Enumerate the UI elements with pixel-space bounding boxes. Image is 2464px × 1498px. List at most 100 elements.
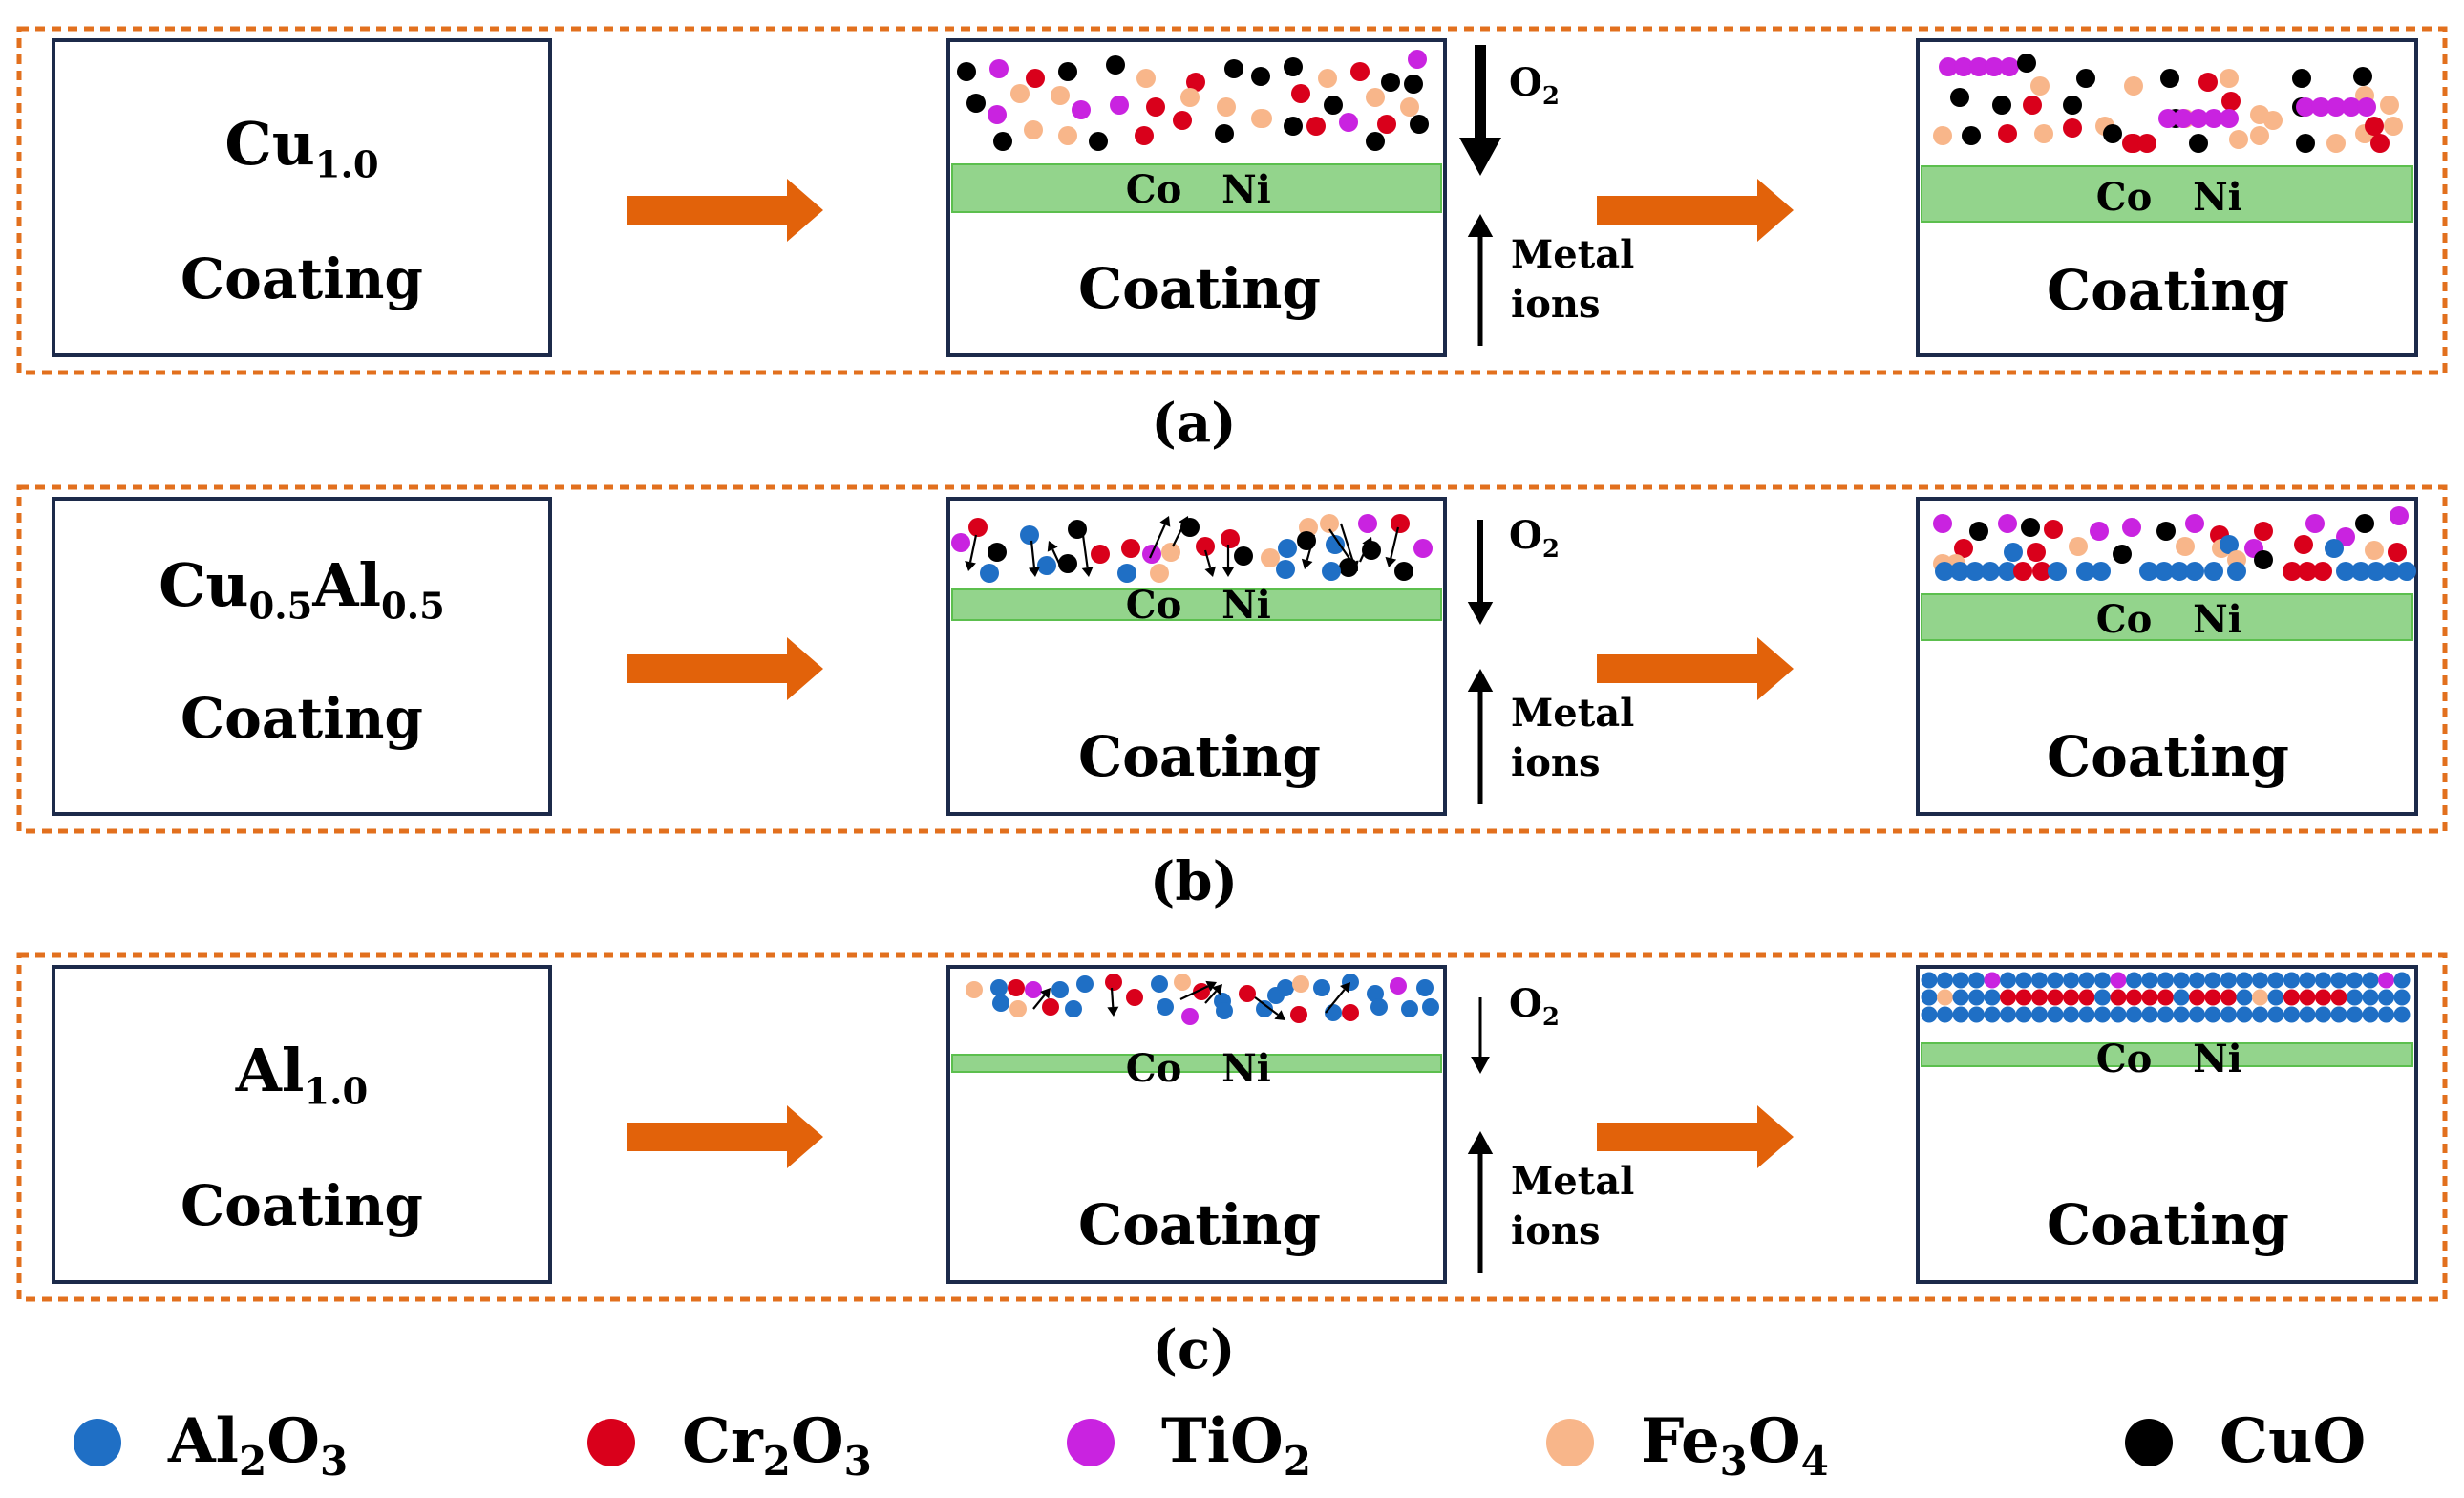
metal-ions-label: ions: [1511, 1209, 1600, 1253]
al2o3-particle: [1968, 972, 1985, 989]
tio2-particle: [1390, 977, 1407, 995]
al2o3-particle: [2048, 562, 2067, 581]
arrow-head: [1471, 1057, 1490, 1074]
coating-label: Coating: [2047, 258, 2289, 323]
arrow-shaft: [1328, 528, 1354, 565]
process-arrow: [627, 179, 823, 242]
subscript: 1.0: [304, 1071, 368, 1114]
tio2-particle: [1413, 539, 1433, 558]
al2o3-particle: [1965, 562, 1985, 581]
al2o3-particle: [2236, 1006, 2253, 1023]
al2o3-particle: [992, 995, 1009, 1012]
cuo-particle: [1215, 124, 1234, 143]
cr2o3-particle: [2294, 535, 2313, 554]
cuo-particle: [1058, 554, 1077, 573]
metal-ions-label: ions: [1511, 740, 1600, 785]
coating-label: Coating: [181, 246, 423, 311]
cuo-particle: [2189, 134, 2208, 153]
tio2-particle: [2342, 97, 2361, 117]
panel-caption: (a): [1151, 392, 1236, 455]
cr2o3-particle: [1008, 979, 1025, 996]
cr2o3-particle: [1350, 62, 1370, 81]
formula-part: Cu: [224, 109, 314, 179]
cr2o3-particle: [2031, 989, 2048, 1006]
al2o3-particle: [2315, 972, 2331, 989]
arrow-head: [1040, 988, 1051, 999]
fe3o4-particle: [1937, 989, 1953, 1006]
coating-label: Coating: [1078, 256, 1321, 321]
legend-item-tio2: TiO2: [1067, 1405, 1311, 1485]
subscript: 2: [1542, 82, 1560, 111]
al2o3-particle: [1076, 975, 1094, 993]
al2o3-particle: [2173, 1006, 2190, 1023]
co-ni-layer: [1921, 593, 2413, 641]
diffusion-arrow: [1301, 534, 1316, 569]
arrow-head: [1274, 1010, 1285, 1020]
diffusion-arrow: [1325, 982, 1350, 1014]
particles-middle: [951, 514, 1433, 583]
fe3o4-particle: [2384, 117, 2403, 136]
arrow-head: [1348, 560, 1359, 571]
tio2-particle: [1954, 57, 1973, 76]
subscript: 3: [320, 1438, 348, 1485]
diffusion-arrow: [1339, 523, 1359, 571]
cr2o3-particle: [1239, 985, 1256, 1002]
ni-label: Ni: [1221, 583, 1271, 628]
process-arrow: [1597, 179, 1794, 242]
al2o3-particle: [1313, 979, 1330, 996]
al2o3-particle: [2393, 1006, 2411, 1023]
coating-label: Coating: [2047, 1192, 2289, 1257]
arrow-shaft: [1051, 548, 1063, 570]
cr2o3-particle: [1042, 998, 1059, 1016]
al2o3-particle: [2141, 972, 2158, 989]
al2o3-particle: [1216, 1002, 1233, 1019]
cr2o3-particle: [1121, 539, 1140, 558]
arrow-head: [1107, 1006, 1119, 1016]
al2o3-particle: [990, 979, 1008, 996]
legend-swatch: [74, 1419, 121, 1466]
al2o3-particle: [2362, 989, 2379, 1006]
al2o3-particle: [2170, 562, 2189, 581]
subscript: 2: [1284, 1438, 1311, 1485]
arrow-head: [1467, 1131, 1494, 1154]
cr2o3-particle: [1146, 97, 1165, 117]
al2o3-particle: [2078, 1006, 2095, 1023]
tio2-particle: [2185, 514, 2204, 533]
al2o3-particle: [2367, 562, 2386, 581]
al2o3-particle: [1921, 1006, 1938, 1023]
al2o3-particle: [2047, 1006, 2064, 1023]
arrow-head: [1301, 558, 1313, 569]
diffusion-arrow: [1179, 980, 1217, 1000]
cr2o3-particle: [2047, 989, 2064, 1006]
al2o3-particle: [2227, 562, 2246, 581]
al2o3-particle: [2189, 1006, 2205, 1023]
co-ni-layer: [951, 1054, 1442, 1073]
cuo-particle: [2296, 134, 2315, 153]
al2o3-particle: [2315, 1006, 2331, 1023]
fe3o4-particle: [1261, 548, 1280, 567]
fe3o4-particle: [1051, 86, 1070, 105]
cuo-particle: [2156, 522, 2176, 541]
al2o3-particle: [2063, 1006, 2079, 1023]
al2o3-particle: [2397, 562, 2416, 581]
co-ni-layer: [1921, 165, 2413, 223]
tio2-particle: [1358, 514, 1377, 533]
fe3o4-particle: [1150, 564, 1169, 583]
cr2o3-particle: [1026, 69, 1045, 88]
cuo-particle: [1969, 522, 1988, 541]
panel-frame: [16, 952, 2448, 1302]
al2o3-particle: [1401, 1000, 1418, 1017]
legend-swatch: [587, 1419, 635, 1466]
fe3o4-particle: [2034, 124, 2053, 143]
cuo-particle: [1394, 562, 1413, 581]
cr2o3-particle: [2315, 989, 2331, 1006]
al2o3-particle: [1157, 998, 1174, 1016]
fe3o4-particle: [2229, 130, 2248, 149]
cuo-particle: [957, 62, 976, 81]
al2o3-particle: [2382, 562, 2401, 581]
cr2o3-particle: [2370, 134, 2390, 153]
co-label: Co: [1126, 1046, 1182, 1091]
